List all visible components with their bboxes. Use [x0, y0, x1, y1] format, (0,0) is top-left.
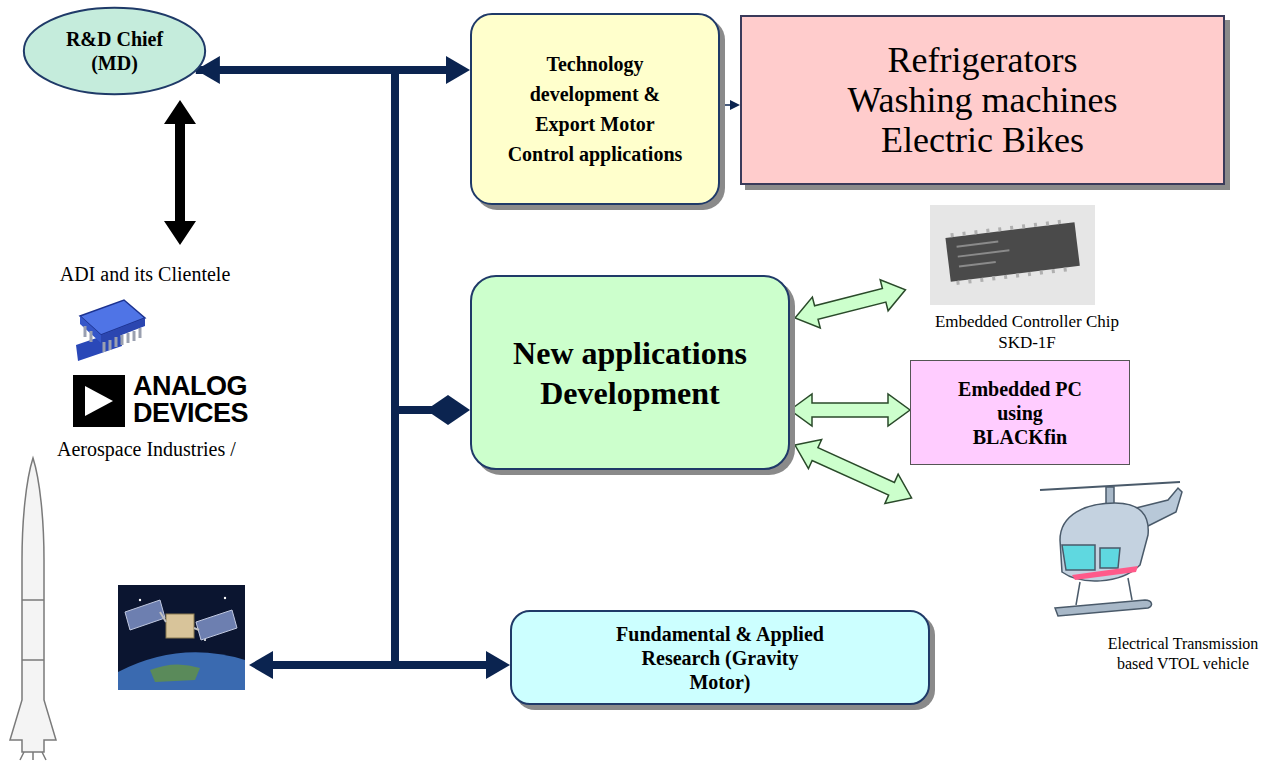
- double-arrow: [164, 100, 196, 245]
- chip-icon: [76, 300, 145, 361]
- arrow-connector: [720, 100, 740, 110]
- helicopter-figure: [1040, 482, 1182, 616]
- node-text: Technology development & Export Motor Co…: [503, 49, 687, 169]
- ellipse-outline: [22, 5, 207, 97]
- process-box: New applications Development: [470, 275, 790, 470]
- product-box: Embedded PC using BLACKfin: [910, 360, 1130, 465]
- logo-mark: [73, 375, 125, 427]
- arrow-head: [426, 395, 470, 425]
- text-group: Technology development & Export Motor Co…: [503, 49, 687, 169]
- text-group: R&D Chief (MD): [60, 27, 170, 75]
- node-text: Embedded PC using BLACKfin: [953, 377, 1088, 449]
- sector-label: Aerospace Industries /: [57, 437, 272, 461]
- fat-double-arrow: [790, 394, 910, 426]
- node-text: Fundamental & Applied Research (Gravity …: [613, 622, 828, 694]
- connector-line: [196, 70, 490, 665]
- double-arrow: [791, 274, 909, 333]
- product-box: Refrigerators Washing machines Electric …: [740, 15, 1225, 185]
- arrow-head: [486, 651, 510, 679]
- arrow-head: [446, 56, 470, 84]
- logo-text: ANALOG DEVICES: [133, 373, 273, 427]
- process-box: Technology development & Export Motor Co…: [470, 13, 720, 205]
- fat-arrow-shape: [790, 394, 910, 426]
- node-text: New applications Development: [485, 333, 775, 413]
- text-group: New applications Development: [485, 333, 775, 413]
- research-box: Fundamental & Applied Research (Gravity …: [510, 610, 930, 705]
- satellite-picture: [118, 585, 245, 690]
- bus-arrow: [249, 651, 395, 679]
- node-text: Refrigerators Washing machines Electric …: [833, 40, 1133, 160]
- bus-connector: [196, 70, 470, 425]
- text-group: Embedded PC using BLACKfin: [953, 377, 1088, 449]
- chief-ellipse: R&D Chief (MD): [22, 5, 207, 97]
- node-text: R&D Chief (MD): [60, 27, 170, 75]
- connector-line: [720, 104, 732, 106]
- client-label: ADI and its Clientele: [40, 262, 250, 286]
- text-group: Fundamental & Applied Research (Gravity …: [613, 622, 828, 694]
- text-group: Refrigerators Washing machines Electric …: [833, 40, 1133, 160]
- chip-caption: Embedded Controller Chip SKD-1F: [922, 311, 1132, 353]
- rocket-figure: [10, 458, 56, 760]
- ellipse-shape: [24, 8, 205, 94]
- chip-photo: [930, 205, 1095, 305]
- arrow-head: [730, 100, 740, 110]
- vehicle-caption: Electrical Transmission based VTOL vehic…: [1100, 634, 1266, 674]
- double-arrow: [788, 430, 918, 512]
